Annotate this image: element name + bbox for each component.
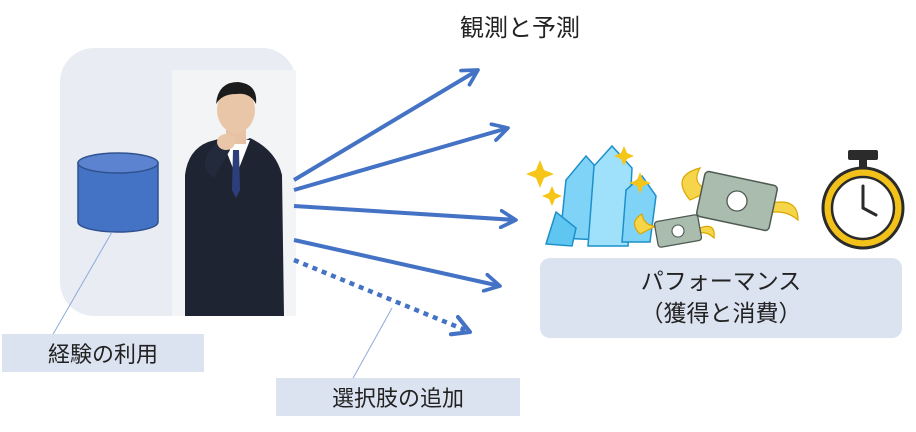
arrow-4	[293, 238, 500, 286]
add-option-label: 選択肢の追加	[276, 378, 520, 416]
businessman-image	[172, 70, 296, 316]
arrow-1	[292, 70, 478, 182]
database-icon	[77, 152, 159, 233]
flying-money-icon	[633, 167, 799, 248]
experience-usage-label: 経験の利用	[2, 334, 204, 372]
arrow-dashed	[293, 257, 470, 332]
performance-subtitle: （獲得と消費）	[640, 301, 802, 327]
observation-prediction-label: 観測と予測	[460, 14, 580, 42]
connector-experience	[51, 231, 113, 337]
crystal-icon	[526, 144, 657, 247]
arrows	[292, 70, 516, 332]
performance-box: パフォーマンス （獲得と消費）	[540, 258, 902, 338]
connector-add-option	[351, 307, 393, 381]
stopwatch-icon	[821, 150, 905, 250]
performance-title: パフォーマンス	[640, 269, 802, 295]
arrow-3	[293, 204, 516, 220]
arrow-2	[293, 128, 508, 192]
